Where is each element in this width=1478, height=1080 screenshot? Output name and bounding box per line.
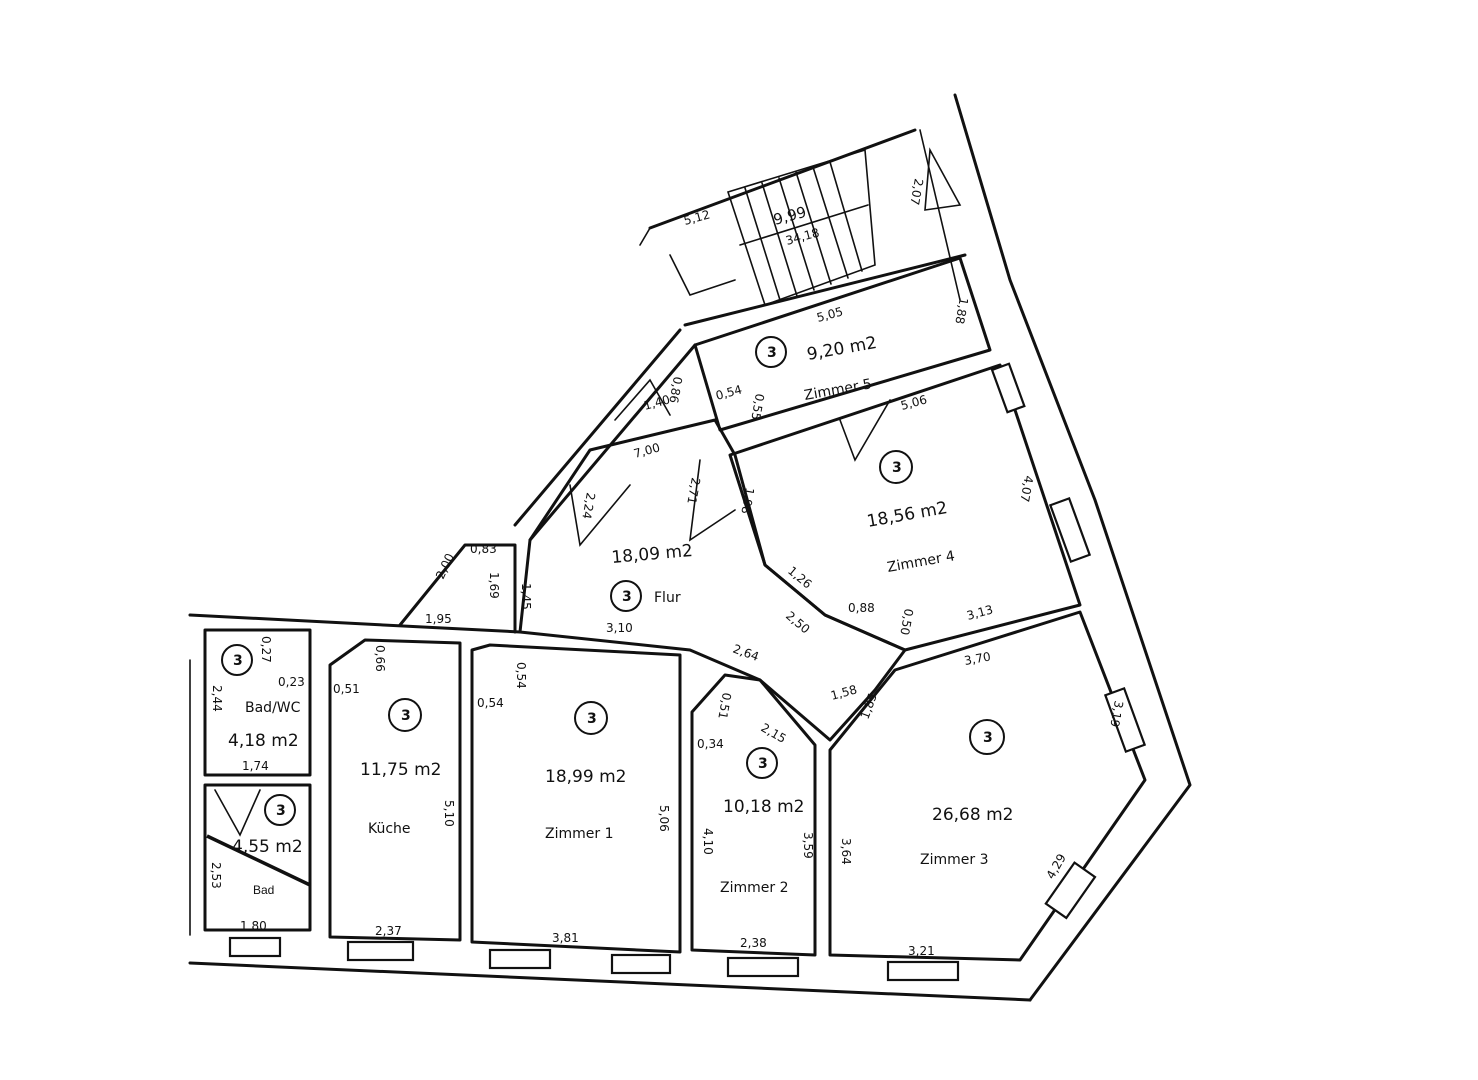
- dim-066: 0,66: [373, 645, 387, 672]
- dim-140: 1,40: [642, 392, 671, 412]
- dim-237: 2,37: [375, 924, 402, 938]
- dim-253: 2,53: [209, 862, 223, 889]
- dim-088: 0,88: [848, 601, 875, 615]
- dim-200: 2,00: [433, 551, 457, 581]
- dim-054: 0,54: [714, 382, 743, 402]
- dim-381: 3,81: [552, 931, 579, 945]
- badwc-area: 4,18 m2: [228, 731, 299, 751]
- dim-319: 3,19: [1107, 699, 1125, 728]
- badwc-code: 3: [233, 653, 243, 669]
- dim-364: 3,64: [839, 838, 853, 865]
- dim-169: 1,69: [487, 572, 501, 599]
- flur-code: 3: [622, 589, 632, 605]
- dim-086: 0,86: [666, 375, 684, 404]
- windows: [228, 362, 1147, 982]
- dim-054b: 0,54: [514, 662, 528, 689]
- dim-410: 4,10: [701, 828, 715, 855]
- bad-code: 3: [276, 803, 286, 819]
- kueche-code: 3: [401, 708, 411, 724]
- dim-264: 2,64: [731, 642, 761, 664]
- bad-name: Bad: [253, 883, 274, 897]
- dim-207: 2,07: [907, 177, 925, 206]
- dim-180: 1,80: [240, 919, 267, 933]
- dim-198: 1,98: [738, 486, 756, 515]
- zimmer4-code: 3: [892, 460, 902, 476]
- zimmer5-code: 3: [767, 345, 777, 361]
- dim-510: 5,10: [442, 800, 456, 827]
- stairwell: [669, 147, 962, 307]
- dim-054c: 0,54: [477, 696, 504, 710]
- dim-512: 5,12: [682, 207, 711, 227]
- dim-027: 0,27: [259, 636, 273, 663]
- flur-area: 18,09 m2: [611, 541, 694, 568]
- room-zimmer1: [470, 643, 682, 954]
- zimmer1-code: 3: [587, 711, 597, 727]
- dimension-labels: 5,12 2,07 5,05 1,88 0,54 0,55 1,40 0,86 …: [209, 177, 1126, 958]
- room-zimmer3: [828, 610, 1147, 962]
- dim-238: 2,38: [740, 936, 767, 950]
- room-bad: [203, 783, 312, 932]
- room-flur: [518, 378, 907, 742]
- dim-370: 3,70: [963, 650, 992, 668]
- dim-145: 1,45: [519, 583, 533, 610]
- dim-188: 1,88: [952, 296, 970, 325]
- dim-407: 4,07: [1017, 474, 1035, 503]
- zimmer2-name: Zimmer 2: [720, 880, 788, 896]
- dim-506b: 5,06: [657, 805, 671, 832]
- room-zimmer2: [690, 673, 817, 957]
- room-small-wc: [398, 543, 517, 634]
- room-kueche: [328, 638, 462, 942]
- dim-271: 2,71: [684, 476, 702, 505]
- kueche-area: 11,75 m2: [360, 760, 441, 780]
- badwc-name: Bad/WC: [245, 700, 301, 716]
- kueche-name: Küche: [368, 821, 411, 837]
- dim-215: 2,15: [759, 720, 789, 745]
- dim-321: 3,21: [908, 944, 935, 958]
- dim-310: 3,10: [606, 621, 633, 635]
- zimmer5-area: 9,20 m2: [805, 333, 878, 365]
- dim-505: 5,05: [815, 304, 844, 324]
- zimmer3-area: 26,68 m2: [932, 805, 1013, 825]
- dim-195: 1,95: [425, 612, 452, 626]
- dim-700: 7,00: [632, 440, 661, 460]
- dim-034: 0,34: [697, 737, 724, 751]
- dim-250: 2,50: [783, 609, 812, 637]
- zimmer4-name: Zimmer 4: [886, 548, 956, 576]
- dim-359: 3,59: [801, 832, 815, 859]
- zimmer4-area: 18,56 m2: [865, 498, 949, 532]
- dim-023: 0,23: [278, 675, 305, 689]
- dim-055: 0,55: [748, 392, 766, 421]
- dim-050: 0,50: [897, 607, 915, 636]
- dim-051a: 0,51: [333, 682, 360, 696]
- dim-244: 2,44: [210, 685, 224, 712]
- dim-185: 1,85: [858, 691, 880, 721]
- outer-walls: [188, 93, 1192, 1002]
- dim-174: 1,74: [242, 759, 269, 773]
- zimmer1-area: 18,99 m2: [545, 767, 626, 787]
- dim-083: 0,83: [470, 542, 497, 556]
- dim-224: 2,24: [579, 491, 597, 520]
- zimmer1-name: Zimmer 1: [545, 826, 613, 842]
- zimmer2-area: 10,18 m2: [723, 797, 804, 817]
- zimmer2-code: 3: [758, 756, 768, 772]
- dim-506: 5,06: [899, 392, 928, 412]
- dim-158: 1,58: [829, 682, 858, 702]
- zimmer5-name: Zimmer 5: [803, 376, 873, 404]
- dim-051b: 0,51: [715, 691, 733, 720]
- room-zimmer5: [693, 256, 992, 432]
- room-badges: [221, 336, 1005, 826]
- zimmer3-name: Zimmer 3: [920, 852, 988, 868]
- flur-name: Flur: [654, 590, 681, 606]
- room-badwc: [203, 628, 312, 777]
- zimmer3-code: 3: [983, 730, 993, 746]
- bad-area: 4,55 m2: [232, 837, 303, 857]
- dim-313: 3,13: [965, 602, 994, 622]
